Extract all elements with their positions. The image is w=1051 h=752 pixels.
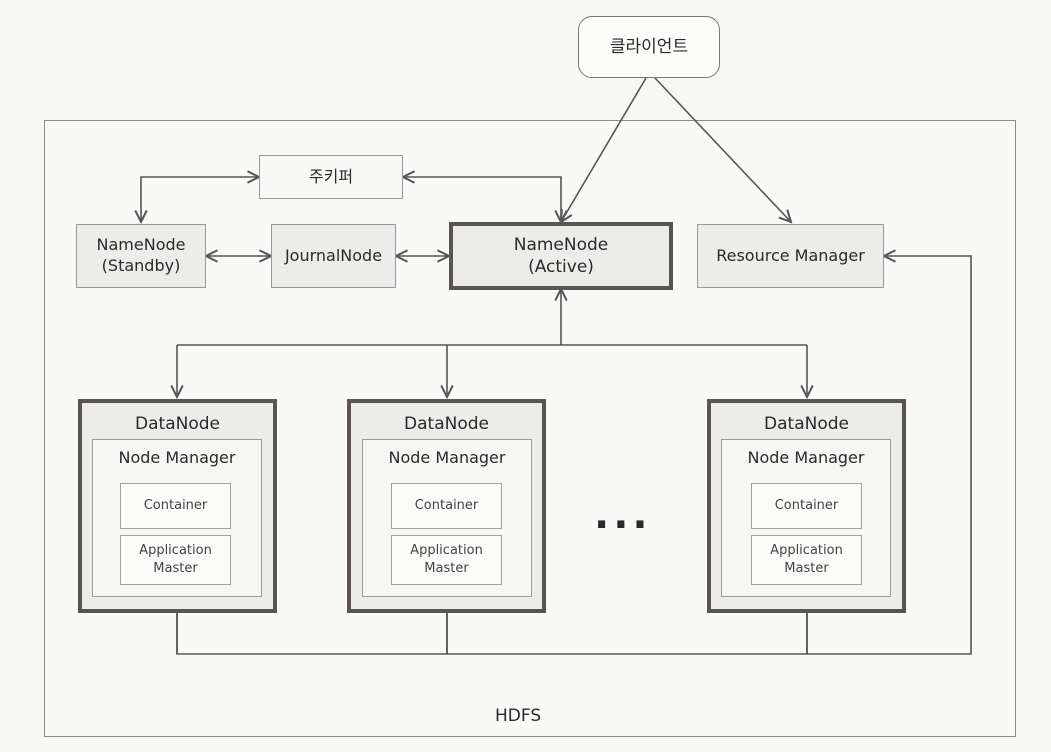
container-3: Container: [751, 483, 862, 529]
datanode-title: DataNode: [764, 414, 849, 434]
application-master-line2: Master: [424, 561, 469, 576]
journalnode-label: JournalNode: [284, 245, 383, 265]
application-master-line2: Master: [153, 561, 198, 576]
journalnode: JournalNode: [271, 224, 396, 288]
datanode-title: DataNode: [135, 414, 220, 434]
client-label: 클라이언트: [609, 36, 689, 57]
application-master-line1: Application: [139, 543, 212, 559]
namenode-standby-line2: (Standby): [101, 256, 181, 275]
application-master-line2: Master: [784, 561, 829, 576]
hdfs-label: HDFS: [495, 706, 542, 726]
container-2: Container: [391, 483, 502, 529]
namenode-standby: NameNode (Standby): [76, 224, 206, 288]
node-manager-label: Node Manager: [118, 448, 236, 467]
resource-manager: Resource Manager: [697, 224, 884, 288]
container-label: Container: [774, 498, 839, 514]
client-node: 클라이언트: [578, 16, 720, 78]
zookeeper-node: 주키퍼: [259, 155, 403, 199]
resource-manager-label: Resource Manager: [716, 245, 865, 265]
node-manager-label: Node Manager: [388, 448, 506, 467]
edge-zookeeper-standby: [141, 177, 259, 222]
container-label: Container: [143, 498, 208, 514]
application-master-3: Application Master: [751, 535, 862, 585]
more-datanodes-ellipsis: ···: [594, 502, 652, 548]
application-master-line1: Application: [770, 543, 843, 559]
edge-zookeeper-active: [403, 177, 561, 222]
edge-client-to-namenode: [561, 77, 647, 222]
namenode-active-line2: (Active): [528, 257, 594, 277]
application-master-1: Application Master: [120, 535, 231, 585]
application-master-line1: Application: [410, 543, 483, 559]
datanode-title: DataNode: [404, 414, 489, 434]
zookeeper-label: 주키퍼: [308, 166, 354, 186]
application-master-2: Application Master: [391, 535, 502, 585]
node-manager-label: Node Manager: [747, 448, 865, 467]
edge-client-to-resource-manager: [654, 77, 791, 222]
container-1: Container: [120, 483, 231, 529]
container-label: Container: [414, 498, 479, 514]
namenode-standby-line1: NameNode: [96, 235, 186, 255]
namenode-active-line1: NameNode: [513, 234, 609, 255]
namenode-active: NameNode (Active): [449, 222, 673, 290]
